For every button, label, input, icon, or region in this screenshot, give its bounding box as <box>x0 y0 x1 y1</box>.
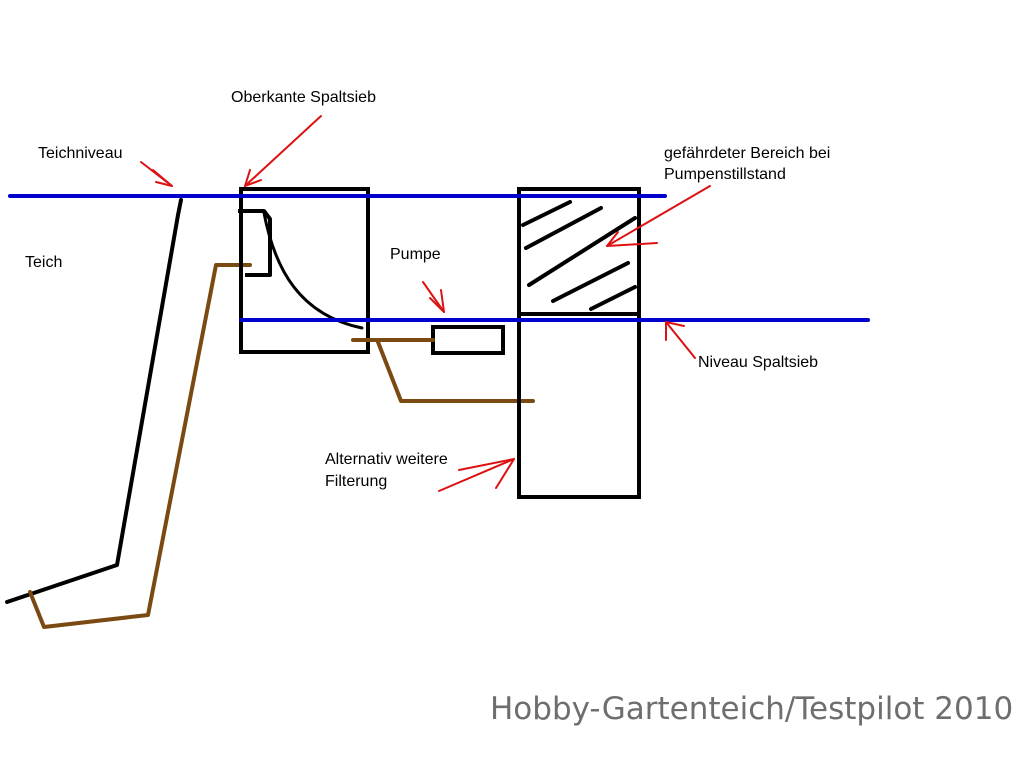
label-alternativ-line1: Alternativ weitere <box>325 451 448 468</box>
pump <box>431 325 505 355</box>
label-teich: Teich <box>25 254 63 271</box>
endangered-area-hatching <box>521 200 637 311</box>
arrows <box>140 115 711 492</box>
label-pumpe: Pumpe <box>390 246 441 263</box>
arrow-alternativ <box>438 458 515 492</box>
arrow-niveau-spaltsieb <box>665 321 696 359</box>
alternative-pipe <box>376 340 535 403</box>
sieve-screen-curve <box>262 211 364 330</box>
bottom-drain-pipe <box>28 263 252 629</box>
label-teichniveau: Teichniveau <box>38 145 123 162</box>
arrow-teichniveau <box>140 161 173 187</box>
arrow-pumpe <box>422 281 445 313</box>
filter-lower-chamber <box>517 312 641 499</box>
arrow-gefaehrdet <box>606 185 711 247</box>
label-niveau-spaltsieb: Niveau Spaltsieb <box>698 354 819 371</box>
watermark: Hobby-Gartenteich/Testpilot 2010 <box>490 691 1014 727</box>
arrow-oberkante <box>244 115 322 187</box>
label-oberkante-spaltsieb: Oberkante Spaltsieb <box>231 89 376 106</box>
pond-wall <box>5 198 183 604</box>
sieve-inlet-box <box>238 209 272 277</box>
label-gefaehrdeter-bereich-line1: gefährdeter Bereich bei <box>664 145 831 162</box>
spaltsieb-chamber <box>239 187 370 354</box>
label-gefaehrdeter-bereich-line2: Pumpenstillstand <box>664 166 786 183</box>
label-alternativ-line2: Filterung <box>325 473 388 490</box>
